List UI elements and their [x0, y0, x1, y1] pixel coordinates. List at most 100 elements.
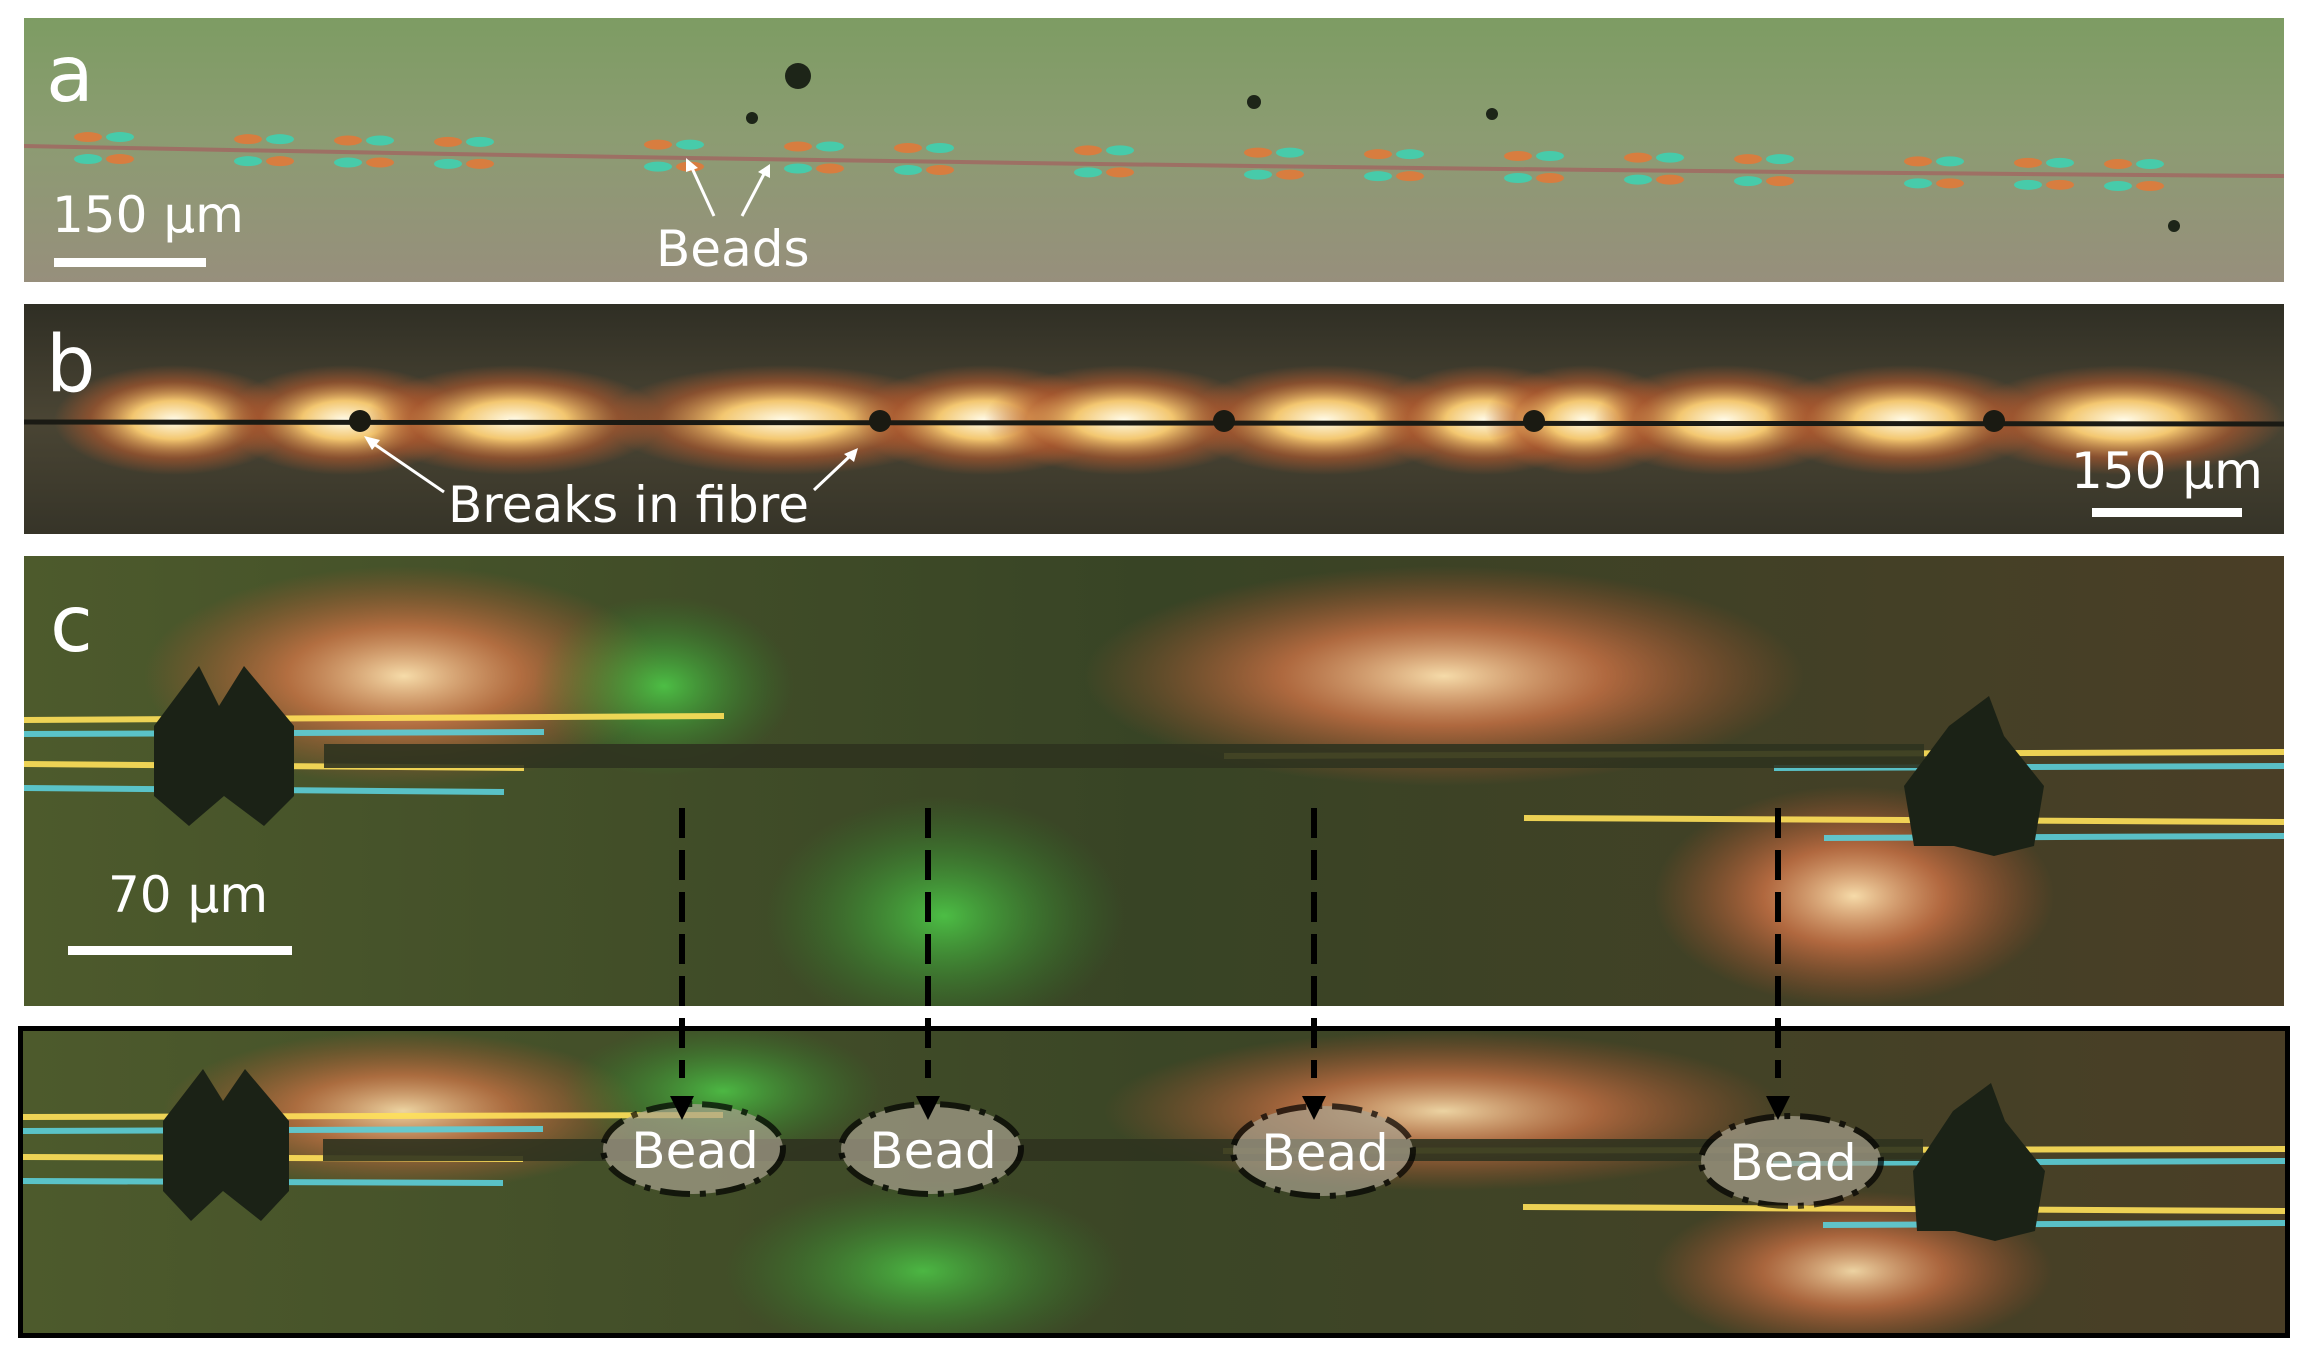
- bead-mark: [926, 164, 954, 175]
- bead-mark: [466, 158, 494, 169]
- bead-oval-2: [838, 1101, 1024, 1197]
- bead-label-3: Bead: [1261, 1124, 1389, 1182]
- fibre-break: [1983, 410, 2005, 432]
- bead-mark: [1936, 178, 1964, 189]
- bead-mark: [434, 136, 462, 147]
- panel-letter-c: c: [50, 580, 93, 670]
- bead-mark: [1396, 171, 1424, 182]
- bead-mark: [1734, 154, 1762, 165]
- bead-mark: [1276, 147, 1304, 158]
- bead-mark: [2136, 181, 2164, 192]
- bead-markers: [74, 132, 2164, 192]
- bead-mark: [74, 132, 102, 143]
- bead-mark: [816, 141, 844, 152]
- beads-arrows: [686, 158, 770, 217]
- bead-mark: [1624, 152, 1652, 163]
- bead-mark: [1396, 149, 1424, 160]
- bead-mark: [1106, 167, 1134, 178]
- bead-mark: [644, 139, 672, 150]
- bead-mark: [434, 158, 462, 169]
- bead-mark: [366, 157, 394, 168]
- fibre-break-right: [1904, 696, 2044, 856]
- panel-c-micrograph: [24, 556, 2284, 1006]
- panel-c-annotated-micrograph: [23, 1031, 2285, 1333]
- panel-b-micrograph: [24, 304, 2284, 534]
- bead-mark: [466, 136, 494, 147]
- panel-letter-a: a: [46, 30, 94, 120]
- bead-mark: [1904, 178, 1932, 189]
- bead-mark: [1624, 174, 1652, 185]
- bead-mark: [266, 156, 294, 167]
- panel-a: a 150 µm Beads: [24, 18, 2284, 282]
- breaks-arrows: [364, 436, 858, 494]
- bead-mark: [1504, 173, 1532, 184]
- bead-mark: [1364, 149, 1392, 160]
- fibre-break-left: [154, 666, 294, 826]
- bead-mark: [74, 154, 102, 165]
- bead-oval-1: [600, 1101, 786, 1197]
- bead-mark: [1504, 151, 1532, 162]
- bead-mark: [2104, 181, 2132, 192]
- bead-mark: [366, 135, 394, 146]
- breaks-annotation: Breaks in fibre: [448, 476, 809, 534]
- scale-bar-b: [2092, 508, 2242, 517]
- bead-mark: [234, 134, 262, 145]
- bead-mark: [784, 141, 812, 152]
- bead-mark: [1536, 151, 1564, 162]
- bead-ovals: [600, 1101, 1884, 1209]
- bead-mark: [926, 142, 954, 153]
- scale-label-b: 150 µm: [2071, 442, 2263, 500]
- bead-label-4: Bead: [1729, 1134, 1857, 1192]
- bead-mark: [1276, 169, 1304, 180]
- scale-bar-c: [68, 946, 292, 955]
- bead-mark: [1734, 176, 1762, 187]
- beads-annotation: Beads: [656, 220, 810, 278]
- scale-bar-a: [54, 258, 206, 267]
- bead-mark: [2104, 159, 2132, 170]
- bead-mark: [106, 132, 134, 143]
- bead-mark: [106, 154, 134, 165]
- bead-oval-4: [1698, 1113, 1884, 1209]
- bead-mark: [1244, 147, 1272, 158]
- bead-mark: [1106, 145, 1134, 156]
- bead-mark: [2014, 157, 2042, 168]
- panel-c: c 70 µm: [24, 556, 2284, 1006]
- panel-letter-b: b: [46, 320, 96, 410]
- panel-a-micrograph: [24, 18, 2284, 282]
- fibre-breaks: [349, 410, 2005, 432]
- bead-mark: [816, 163, 844, 174]
- scale-label-c: 70 µm: [108, 866, 269, 924]
- fibre-break: [349, 410, 371, 432]
- bead-mark: [1904, 156, 1932, 167]
- bead-mark: [894, 164, 922, 175]
- panel-c-annotated: Bead Bead Bead Bead: [18, 1026, 2290, 1338]
- bead-oval-3: [1230, 1103, 1416, 1199]
- fibre-break: [1213, 410, 1235, 432]
- bead-mark: [2014, 179, 2042, 190]
- bead-mark: [644, 161, 672, 172]
- bead-mark: [1074, 145, 1102, 156]
- dark-speck: [785, 63, 811, 89]
- bead-mark: [1656, 152, 1684, 163]
- bead-mark: [1936, 156, 1964, 167]
- bead-mark: [334, 157, 362, 168]
- bead-mark: [2046, 157, 2074, 168]
- bead-label-2: Bead: [869, 1122, 997, 1180]
- bead-mark: [1074, 167, 1102, 178]
- bead-mark: [1766, 176, 1794, 187]
- fibre-break: [1523, 410, 1545, 432]
- bead-mark: [1244, 169, 1272, 180]
- bead-mark: [2136, 159, 2164, 170]
- bead-mark: [234, 156, 262, 167]
- bead-mark: [1364, 171, 1392, 182]
- bead-mark: [334, 135, 362, 146]
- bead-mark: [2046, 179, 2074, 190]
- bead-mark: [676, 139, 704, 150]
- bead-mark: [266, 134, 294, 145]
- bead-mark: [894, 142, 922, 153]
- bead-label-1: Bead: [631, 1122, 759, 1180]
- bead-mark: [1766, 154, 1794, 165]
- panel-b: b Breaks in fibre 150 µm: [24, 304, 2284, 534]
- bead-mark: [1536, 173, 1564, 184]
- bead-mark: [784, 163, 812, 174]
